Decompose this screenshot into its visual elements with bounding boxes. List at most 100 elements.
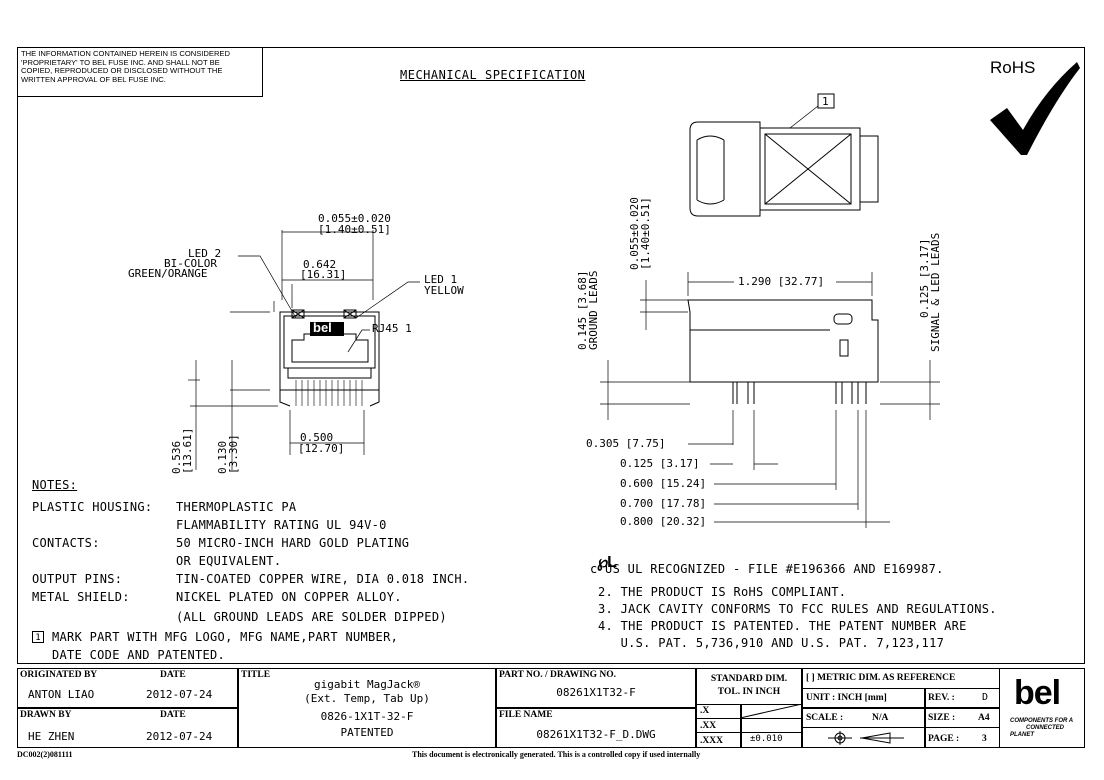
note-value: TIN-COATED COPPER WIRE, DIA 0.018 INCH. bbox=[176, 572, 470, 586]
note-value: 50 MICRO-INCH HARD GOLD PLATING bbox=[176, 536, 410, 550]
tolerance-divider bbox=[740, 704, 742, 748]
note-value: OR EQUIVALENT. bbox=[176, 554, 282, 568]
title-line: gigabit MagJack® bbox=[314, 678, 420, 691]
tol-xx: .XX bbox=[700, 721, 717, 731]
tagline-line: CONNECTED bbox=[1026, 725, 1065, 731]
led2-label-1: LED 2 bbox=[188, 247, 222, 260]
footer-disclaimer: This document is electronically generate… bbox=[412, 750, 701, 759]
dim-side-vert-2: [1.40±0.51] bbox=[639, 197, 652, 270]
scale-row bbox=[802, 708, 1000, 728]
file-name: 08261X1T32-F_D.DWG bbox=[536, 728, 656, 741]
page-label: PAGE : bbox=[928, 734, 960, 744]
front-logo: bel bbox=[313, 320, 332, 335]
tol-value: ±0.010 bbox=[750, 734, 783, 744]
note-right: 2. THE PRODUCT IS RoHS COMPLIANT. bbox=[598, 585, 847, 599]
originated-cell bbox=[17, 668, 238, 708]
note-right: c US UL RECOGNIZED - FILE #E196366 AND E… bbox=[590, 562, 944, 576]
drawn-date: 2012-07-24 bbox=[146, 730, 213, 743]
originated-by-label: ORIGINATED BY bbox=[20, 670, 98, 680]
rohs-checkmark-icon bbox=[990, 62, 1080, 155]
drawn-by: HE ZHEN bbox=[28, 730, 75, 743]
dim-height-2: [13.61] bbox=[181, 427, 194, 474]
part-number: 08261X1T32-F bbox=[556, 686, 636, 699]
std-dim-1: STANDARD DIM. bbox=[710, 674, 788, 684]
tagline-line: COMPONENTS FOR A bbox=[1010, 718, 1074, 724]
dim-pitch-2: [12.70] bbox=[298, 442, 345, 455]
note-right: 3. JACK CAVITY CONFORMS TO FCC RULES AND… bbox=[598, 602, 997, 616]
drawn-cell bbox=[17, 708, 238, 748]
scale-label: SCALE : bbox=[806, 713, 844, 723]
note-right: U.S. PAT. 5,736,910 AND U.S. PAT. 7,123,… bbox=[598, 636, 945, 650]
dim-front-width-1: 0.642 bbox=[303, 258, 337, 271]
led1-label-1: LED 1 bbox=[424, 273, 458, 286]
tolerance-diagonal bbox=[740, 704, 802, 718]
drawn-by-label: DRAWN BY bbox=[20, 710, 72, 720]
drawing-frame bbox=[17, 47, 1085, 664]
note-label: OUTPUT PINS: bbox=[32, 572, 123, 586]
title-line: 0826-1X1T-32-F bbox=[320, 710, 414, 723]
tagline-line: PLANET bbox=[1010, 732, 1034, 738]
dim-post-2: [3.30] bbox=[227, 434, 240, 474]
title-line: (Ext. Temp, Tab Up) bbox=[304, 692, 430, 705]
led2-label-2: BI-COLOR bbox=[164, 257, 217, 270]
mark-note-2: DATE CODE AND PATENTED. bbox=[52, 648, 226, 662]
mark-note-1: MARK PART WITH MFG LOGO, MFG NAME,PART N… bbox=[52, 630, 399, 644]
dim-front-top-2: [1.40±0.51] bbox=[318, 223, 391, 236]
rev-value: D bbox=[982, 692, 989, 703]
note-label: CONTACTS: bbox=[32, 536, 100, 550]
tolerance-row bbox=[696, 718, 802, 733]
unit-label: UNIT : INCH [mm] bbox=[806, 693, 887, 703]
proprietary-notice: THE INFORMATION CONTAINED HEREIN IS CONS… bbox=[17, 47, 263, 97]
originated-by: ANTON LIAO bbox=[28, 688, 95, 701]
dim-stack-0: 0.305 [7.75] bbox=[586, 437, 666, 450]
doc-code: DC002(2)081111 bbox=[17, 750, 73, 759]
page-title: MECHANICAL SPECIFICATION bbox=[400, 68, 586, 82]
note-label: METAL SHIELD: bbox=[32, 590, 130, 604]
tol-xxx: .XXX bbox=[700, 736, 723, 746]
front-logo-plate bbox=[310, 322, 344, 336]
info-divider bbox=[924, 688, 926, 748]
std-dim-2: TOL. IN INCH bbox=[717, 687, 781, 697]
note-value: FLAMMABILITY RATING UL 94V-0 bbox=[176, 518, 387, 532]
note-right: 4. THE PRODUCT IS PATENTED. THE PATENT N… bbox=[598, 619, 967, 633]
size-value: A4 bbox=[978, 713, 990, 723]
rohs-label: RoHS bbox=[990, 58, 1036, 77]
unit-row bbox=[802, 688, 1000, 708]
dim-stack-2: 0.600 [15.24] bbox=[620, 477, 707, 490]
part-label: PART NO. / DRAWING NO. bbox=[499, 670, 617, 680]
dim-stack-3: 0.700 [17.78] bbox=[620, 497, 707, 510]
dim-stack-4: 0.800 [20.32] bbox=[620, 515, 707, 528]
notice-line: WRITTEN APPROVAL OF BEL FUSE INC. bbox=[21, 74, 166, 84]
part-cell bbox=[496, 668, 696, 708]
led2-label-3: GREEN/ORANGE bbox=[128, 267, 208, 280]
mark-box: 1 bbox=[32, 631, 44, 643]
projection-symbol-icon bbox=[828, 731, 904, 745]
dim-front-top-1: 0.055±0.020 bbox=[318, 212, 391, 225]
dim-ground-2: GROUND LEADS bbox=[587, 270, 600, 350]
title-cell bbox=[238, 668, 496, 748]
tol-x: .X bbox=[700, 706, 710, 716]
metric-ref: [ ] METRIC DIM. AS REFERENCE bbox=[806, 673, 956, 683]
note-label: PLASTIC HOUSING: bbox=[32, 500, 153, 514]
rj45-label: RJ45 1 bbox=[372, 322, 412, 335]
dim-stack-1: 0.125 [3.17] bbox=[620, 457, 700, 470]
dim-signal-2: SIGNAL & LED LEADS bbox=[929, 232, 942, 352]
date-label: DATE bbox=[160, 670, 186, 680]
file-cell bbox=[496, 708, 696, 748]
notes-title: NOTES: bbox=[32, 478, 78, 492]
dim-side-length: 1.290 [32.77] bbox=[738, 275, 825, 288]
bel-logo: bel bbox=[1014, 674, 1061, 712]
title-line: PATENTED bbox=[340, 726, 394, 739]
originated-date: 2012-07-24 bbox=[146, 688, 213, 701]
size-label: SIZE : bbox=[928, 713, 956, 723]
title-label: TITLE bbox=[241, 670, 271, 680]
date-label: DATE bbox=[160, 710, 186, 720]
ul-logo-icon: ℘L bbox=[597, 554, 617, 571]
top-view-callout: 1 bbox=[822, 95, 829, 108]
note-value: NICKEL PLATED ON COPPER ALLOY. bbox=[176, 590, 402, 604]
dim-pitch-1: 0.500 bbox=[300, 431, 334, 444]
scale-value: N/A bbox=[872, 713, 889, 723]
notice-line: 'PROPRIETARY' TO BEL FUSE INC. AND SHALL… bbox=[21, 57, 220, 67]
file-label: FILE NAME bbox=[499, 710, 553, 720]
